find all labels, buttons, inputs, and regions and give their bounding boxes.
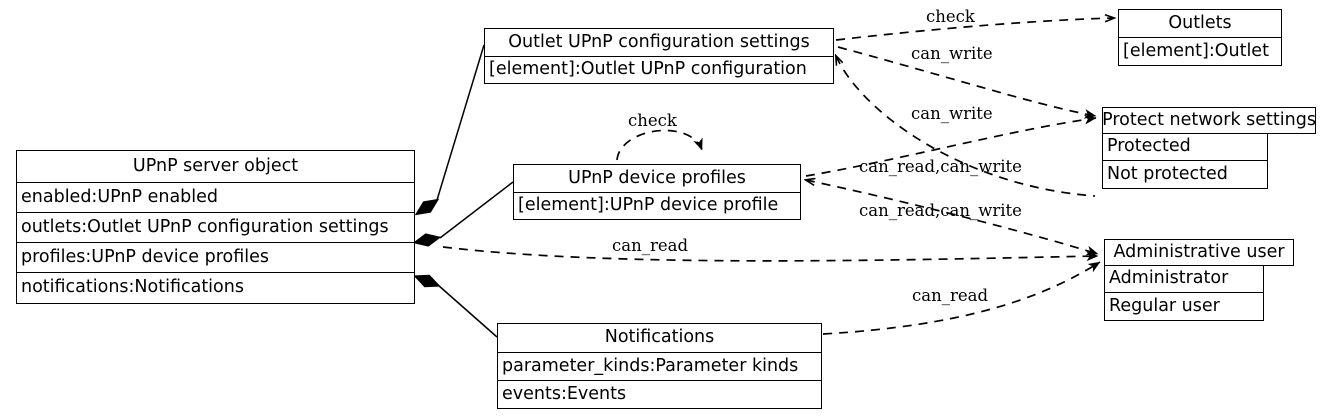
edge-server-to-outlet-settings xyxy=(436,44,485,201)
edge-label-check-self-loop: check xyxy=(628,111,677,130)
attribute-row: Not protected xyxy=(1102,161,1268,189)
node-title: Protect network settings xyxy=(1102,107,1316,134)
edge-server-to-notifications xyxy=(437,284,498,338)
attribute-row: enabled:UPnP enabled xyxy=(17,182,414,212)
edge-check-outlets xyxy=(835,18,1114,41)
node-protect-network-settings[interactable]: Protect network settings Protected Not p… xyxy=(1102,107,1316,189)
attribute-row: Administrator xyxy=(1104,266,1264,293)
edge-server-to-device-profiles xyxy=(439,181,514,239)
attribute-row: [element]:Outlet UPnP configuration xyxy=(485,56,833,83)
node-notifications[interactable]: Notifications parameter_kinds:Parameter … xyxy=(497,323,822,409)
composition-diamond-notifications xyxy=(413,274,441,288)
node-upnp-device-profiles[interactable]: UPnP device profiles [element]:UPnP devi… xyxy=(513,164,801,220)
node-title: Notifications xyxy=(604,327,715,348)
attribute-row: [element]:UPnP device profile xyxy=(514,192,800,219)
node-upnp-server-object[interactable]: UPnP server object enabled:UPnP enabled … xyxy=(16,150,415,304)
node-outlets[interactable]: Outlets [element]:Outlet xyxy=(1118,9,1282,66)
attribute-row: notifications:Notifications xyxy=(17,272,414,303)
node-title: UPnP device profiles xyxy=(568,167,746,188)
node-title: Outlets xyxy=(1168,12,1232,33)
edge-label-can-write-outlet-protect: can_write xyxy=(911,44,993,63)
attribute-row: Regular user xyxy=(1104,293,1264,321)
edge-label-can-write-profiles-protect: can_write xyxy=(911,104,993,123)
node-title: Outlet UPnP configuration settings xyxy=(508,31,810,52)
edge-label-can-read-can-write-upper: can_read,can_write xyxy=(859,157,1022,176)
edge-can-read-server-admin xyxy=(442,246,1099,262)
edge-label-check-outlets: check xyxy=(926,7,975,26)
attribute-row: profiles:UPnP device profiles xyxy=(17,242,414,272)
node-outlet-upnp-configuration-settings[interactable]: Outlet UPnP configuration settings [elem… xyxy=(484,28,834,84)
attribute-row: [element]:Outlet xyxy=(1119,37,1281,65)
attribute-row: Protected xyxy=(1102,134,1268,161)
edge-label-can-read-notifications-admin: can_read xyxy=(912,286,989,305)
node-title: UPnP server object xyxy=(132,155,299,176)
attribute-row: outlets:Outlet UPnP configuration settin… xyxy=(17,212,414,242)
attribute-row: parameter_kinds:Parameter kinds xyxy=(498,352,821,380)
attribute-row: events:Events xyxy=(498,380,821,408)
node-administrative-user[interactable]: Administrative user Administrator Regula… xyxy=(1104,239,1294,321)
composition-diamond-profiles xyxy=(412,233,442,247)
node-title: Administrative user xyxy=(1104,239,1294,266)
edge-label-can-read-server-admin: can_read xyxy=(612,236,689,255)
composition-diamond-outlets xyxy=(414,198,440,216)
edge-label-can-read-can-write-lower: can_read,can_write xyxy=(859,201,1022,220)
edge-check-self-loop xyxy=(616,129,703,161)
